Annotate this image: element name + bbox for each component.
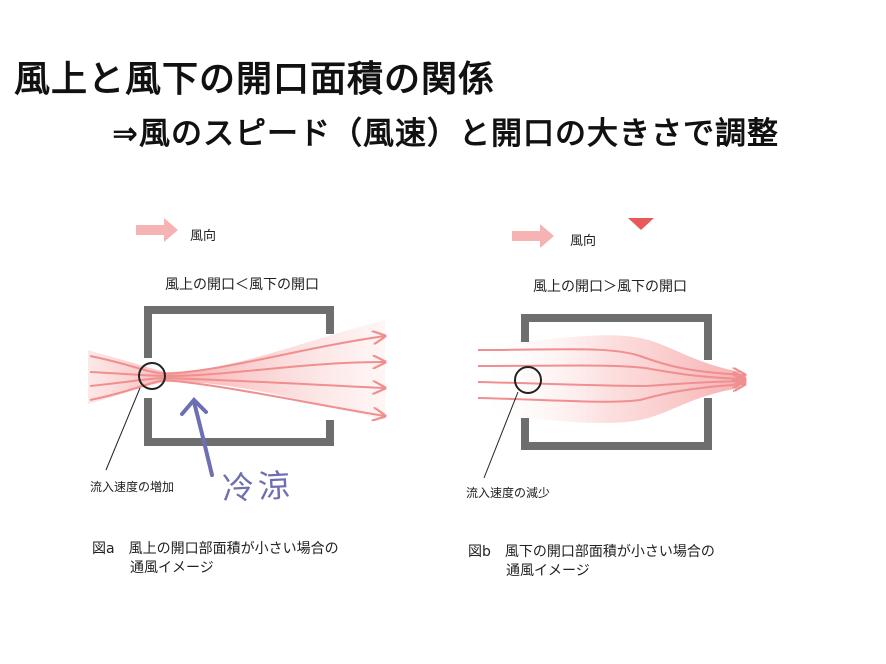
opening-marker-b <box>514 366 542 394</box>
wind-direction-label-b: 風向 <box>570 234 597 249</box>
figure-b-caption-line2: 通風イメージ <box>506 563 590 579</box>
handwritten-arrow <box>180 397 214 477</box>
airflow-glow-a <box>88 320 385 420</box>
figure-b-annotation: 流入速度の減少 <box>466 486 551 500</box>
figure-a <box>88 218 385 477</box>
figure-a-caption-tag: 図a <box>92 541 115 557</box>
wind-direction-arrow-b <box>512 224 554 248</box>
wind-direction-arrow-a <box>136 218 178 242</box>
airflow-lines-a <box>89 336 385 416</box>
annotation-leader-a <box>105 387 141 471</box>
red-marker <box>628 218 654 230</box>
room-walls-b <box>521 314 712 450</box>
figure-b <box>477 218 745 479</box>
room-walls-a <box>144 306 334 446</box>
slide-subtitle: ⇒風のスピード（風速）と開口の大きさで調整 <box>112 116 779 152</box>
airflow-glow-b <box>478 335 740 424</box>
annotation-leader-b <box>483 391 519 479</box>
wind-direction-label-a: 風向 <box>190 229 217 244</box>
figure-a-heading: 風上の開口＜風下の開口 <box>165 277 319 293</box>
figure-a-caption-line1: 風上の開口部面積が小さい場合の <box>128 541 339 557</box>
figure-a-caption: 図a 風上の開口部面積が小さい場合の 通風イメージ <box>92 540 339 578</box>
figure-b-caption: 図b 風下の開口部面積が小さい場合の 通風イメージ <box>468 543 715 581</box>
figure-b-heading: 風上の開口＞風下の開口 <box>533 279 687 295</box>
figure-a-annotation: 流入速度の増加 <box>90 480 175 494</box>
figure-a-caption-line2: 通風イメージ <box>130 560 214 576</box>
opening-marker-a <box>138 362 166 390</box>
figure-b-caption-tag: 図b <box>468 544 491 560</box>
figure-b-caption-line1: 風下の開口部面積が小さい場合の <box>504 544 715 560</box>
slide-title: 風上と風下の開口面積の関係 <box>14 59 496 100</box>
handwritten-note: 冷涼 <box>221 466 296 508</box>
